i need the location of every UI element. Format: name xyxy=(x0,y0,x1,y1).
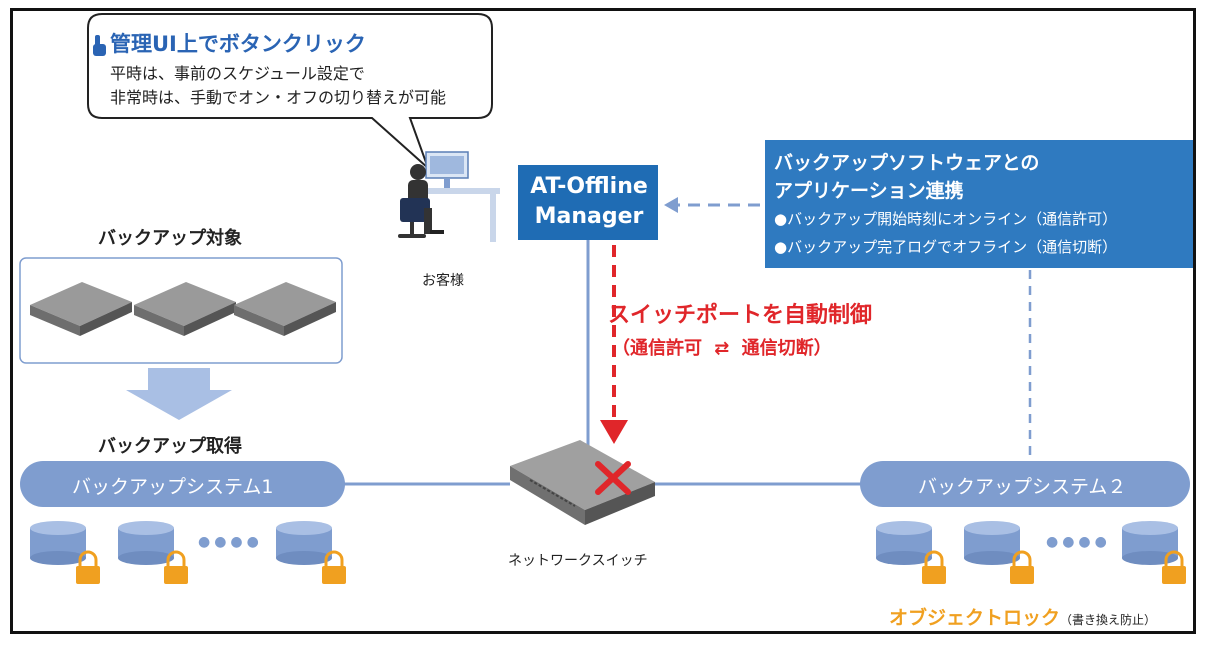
swap-arrows-icon: ⇄ xyxy=(714,338,730,359)
object-lock-sub: （書き換え防止） xyxy=(1060,613,1157,627)
storage-disk-icon xyxy=(1122,521,1178,565)
system2-label: バックアップシステム２ xyxy=(918,476,1127,498)
integration-title-2: アプリケーション連携 xyxy=(774,180,964,202)
storage-disk-icon xyxy=(118,521,174,565)
server-icon xyxy=(234,282,336,336)
system1-bar xyxy=(20,461,345,507)
disconnect-x-icon xyxy=(595,461,631,495)
diagram-frame xyxy=(10,8,1196,634)
network-switch-icon xyxy=(510,440,655,525)
integration-title-1: バックアップソフトウェアとの xyxy=(774,152,1040,174)
speech-bubble xyxy=(87,13,493,169)
server-icon xyxy=(30,282,132,336)
integration-arrow-head xyxy=(664,197,678,213)
backup-target-label: バックアップ対象 xyxy=(98,228,242,249)
control-sub-close: 通信切断） xyxy=(741,338,832,359)
storage-disk-icon xyxy=(964,521,1020,565)
integration-bullet-2: ●バックアップ完了ログでオフライン（通信切断） xyxy=(774,238,1118,256)
manager-box xyxy=(518,165,658,240)
manager-name-line-2: Manager xyxy=(534,204,644,229)
storage-ellipsis-1: ●●●● xyxy=(198,534,263,550)
control-sub-open: （通信許可 xyxy=(612,338,702,359)
customer-label: お客様 xyxy=(422,273,464,289)
storage-disk-icon xyxy=(876,521,932,565)
system2-bar xyxy=(860,461,1190,507)
customer-at-desk-icon xyxy=(398,151,500,242)
bubble-title: 管理UI上でボタンクリック xyxy=(110,32,366,56)
manager-name-line-1: AT-Offline xyxy=(530,174,648,199)
control-arrow-head xyxy=(600,420,628,444)
bubble-line-1: 平時は、事前のスケジュール設定で xyxy=(110,64,365,83)
lock-icon xyxy=(164,550,188,584)
backup-down-arrow xyxy=(126,368,232,420)
lock-icon xyxy=(1010,550,1034,584)
object-lock-label: オブジェクトロック（書き換え防止） xyxy=(889,603,1156,630)
lock-icon xyxy=(922,550,946,584)
switch-label: ネットワークスイッチ xyxy=(508,553,648,569)
lock-icon xyxy=(322,550,346,584)
backup-acquire-label: バックアップ取得 xyxy=(98,436,242,457)
object-lock-title: オブジェクトロック xyxy=(889,607,1061,629)
lock-icon xyxy=(1162,550,1186,584)
bubble-line-2: 非常時は、手動でオン・オフの切り替えが可能 xyxy=(110,88,447,107)
control-subtitle: （通信許可 ⇄ 通信切断） xyxy=(612,334,832,360)
integration-bullet-1: ●バックアップ開始時刻にオンライン（通信許可） xyxy=(774,210,1118,228)
integration-box xyxy=(765,140,1193,268)
control-title: スイッチポートを自動制御 xyxy=(608,303,873,328)
system1-label: バックアップシステム1 xyxy=(72,476,274,498)
pointing-hand-icon xyxy=(93,35,106,56)
storage-disk-icon xyxy=(276,521,332,565)
server-icon xyxy=(134,282,236,336)
storage-ellipsis-2: ●●●● xyxy=(1046,534,1111,550)
lock-icon xyxy=(76,550,100,584)
storage-disk-icon xyxy=(30,521,86,565)
